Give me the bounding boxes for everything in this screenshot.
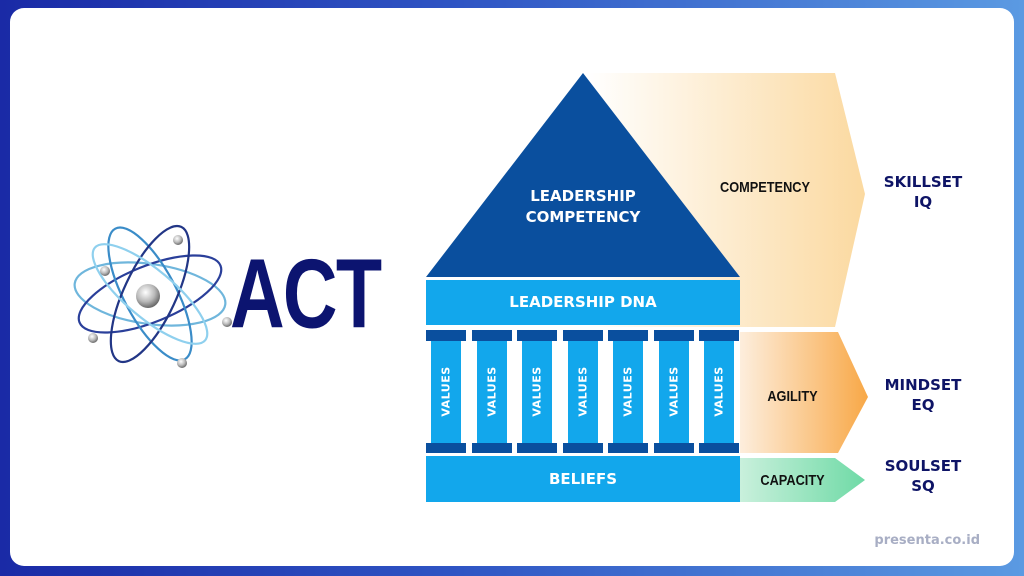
columns [426,330,739,453]
agility-label: AGILITY [767,388,818,405]
column-label: VALUES [485,366,499,417]
soulset-label: SOULSET [884,457,962,475]
atom-icon [73,224,232,368]
column-label: VALUES [576,366,590,417]
capacity-arrow-shape [740,458,865,502]
dna-label: LEADERSHIP DNA [509,293,657,311]
soulset-result: SOULSET SQ [868,456,978,496]
column-label: VALUES [667,366,681,417]
capacity-label: CAPACITY [760,472,825,489]
column-label: VALUES [530,366,544,417]
beliefs-bar [426,456,740,502]
slide-card: ACT [10,8,1014,566]
roof-label-line2: COMPETENCY [525,208,641,226]
mindset-result: MINDSET EQ [868,375,978,415]
column-label: VALUES [621,366,635,417]
skillset-result: SKILLSET IQ [868,172,978,212]
dna-bar [426,280,740,325]
mindset-label: MINDSET [884,376,962,394]
roof-triangle [426,73,740,277]
column-label: VALUES [439,366,453,417]
watermark: presenta.co.id [874,533,980,548]
column-label: VALUES [712,366,726,417]
house-diagram [426,73,868,502]
skillset-label: SKILLSET [883,173,963,191]
agility-arrow-shape [740,332,868,453]
competency-label: COMPETENCY [720,179,810,196]
roof-label-line1: LEADERSHIP [530,187,636,205]
iq-label: IQ [913,193,933,211]
beliefs-label: BELIEFS [548,470,618,488]
eq-label: EQ [911,396,935,414]
roof-label: LEADERSHIP COMPETENCY [488,186,678,228]
logo-text: ACT [230,238,382,349]
sq-label: SQ [911,477,935,495]
